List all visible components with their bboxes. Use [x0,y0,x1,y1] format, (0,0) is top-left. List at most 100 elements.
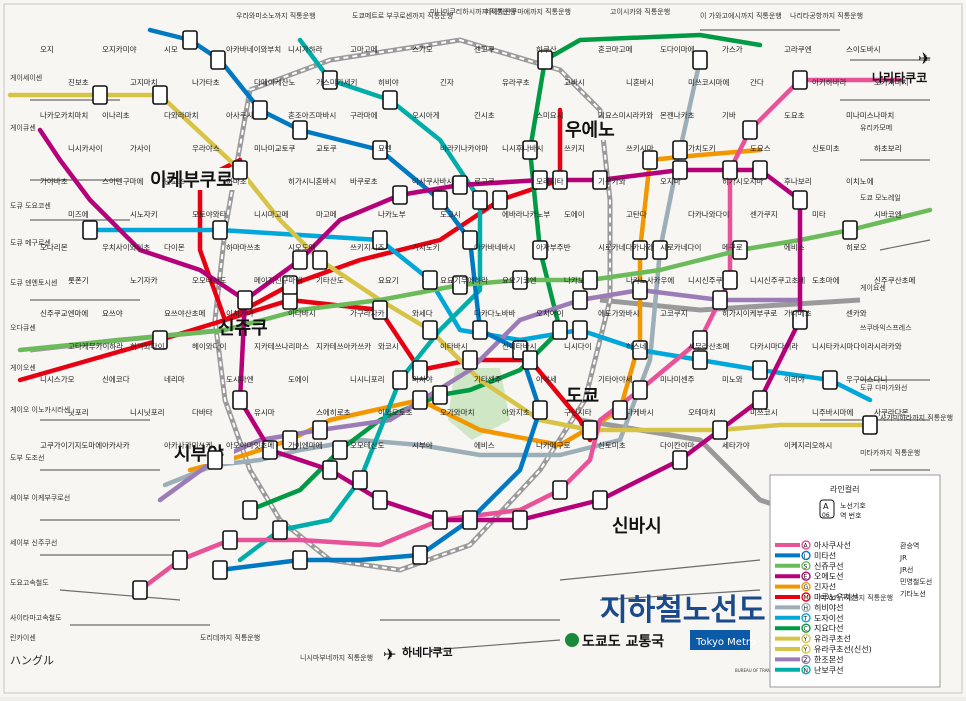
station-label[interactable]: 미쓰코시마에 [688,78,729,87]
station-label[interactable]: 교토쿠 [316,144,337,153]
transfer-station-marker[interactable] [672,140,688,160]
station-label[interactable]: 마치야 [412,374,433,384]
transfer-station-marker[interactable] [692,350,708,370]
transfer-station-marker[interactable] [672,450,688,470]
station-label[interactable]: 요요기코엔 [502,275,537,285]
transfer-station-marker[interactable] [512,270,528,290]
transfer-station-marker[interactable] [372,300,388,320]
transfer-station-marker[interactable] [582,270,598,290]
transfer-station-marker[interactable] [352,470,368,490]
station-label[interactable]: 에바라나카노부 [502,209,550,219]
transfer-station-marker[interactable] [792,70,808,90]
transfer-station-marker[interactable] [732,240,748,260]
station-label[interactable]: 구단시타 [564,407,592,417]
station-label[interactable]: 고탄다 [626,209,647,219]
transfer-station-marker[interactable] [862,415,878,435]
station-label[interactable]: 묘덴 [378,144,392,153]
transfer-station-marker[interactable] [232,390,248,410]
station-label[interactable]: 히가시니혼바시 [288,176,336,186]
station-label[interactable]: 시무라산초메 [688,341,729,351]
transfer-station-marker[interactable] [322,70,338,90]
transfer-station-marker[interactable] [612,400,628,420]
transfer-station-marker[interactable] [182,30,198,50]
station-label[interactable]: 다메이케산노 [254,77,295,87]
station-label[interactable]: 요요기우에하라 [440,275,488,285]
transfer-station-marker[interactable] [292,120,308,140]
transfer-station-marker[interactable] [262,440,278,460]
station-label[interactable]: 구라마에 [350,111,378,120]
station-label[interactable]: 다카다노바바 [474,308,515,318]
station-label[interactable]: 마고메 [316,210,337,219]
station-label[interactable]: 오지 [40,45,54,54]
station-label[interactable]: 유시마 [254,408,275,417]
station-shimbashi[interactable]: 신바시 [612,516,662,537]
station-label[interactable]: 나카노사카우에 [626,276,674,285]
station-label[interactable]: 다카시마다이라 [750,341,798,351]
transfer-station-marker[interactable] [462,230,478,250]
transfer-station-marker[interactable] [692,330,708,350]
transfer-station-marker[interactable] [232,160,248,180]
station-label[interactable]: 아키하바라 [812,77,847,87]
transfer-station-marker[interactable] [537,50,553,70]
station-label[interactable]: 몬젠나카초 [660,111,695,120]
station-label[interactable]: 도에이 [564,209,585,219]
station-label[interactable]: 니시카사이 [68,143,103,153]
station-label[interactable]: 센고쿠 [474,44,495,54]
station-label[interactable]: 히가시오지마 [722,176,763,186]
station-label[interactable]: 요요기 [378,276,399,285]
station-label[interactable]: 교바시 [564,77,585,87]
transfer-station-marker[interactable] [412,390,428,410]
station-label[interactable]: 오지카미야 [102,44,137,54]
station-label[interactable]: 노기자카 [130,276,158,285]
transfer-station-marker[interactable] [712,420,728,440]
station-label[interactable]: 다케바시 [626,407,654,417]
transfer-station-marker[interactable] [210,50,226,70]
transfer-station-marker[interactable] [432,510,448,530]
transfer-station-marker[interactable] [632,280,648,300]
station-label[interactable]: 오모테산도 [192,275,227,285]
transfer-station-marker[interactable] [512,510,528,530]
transfer-station-marker[interactable] [392,370,408,390]
station-label[interactable]: 나카노부 [378,210,406,219]
transfer-station-marker[interactable] [242,500,258,520]
station-label[interactable]: 아사쿠사 [226,110,254,120]
transfer-station-marker[interactable] [492,190,508,210]
station-label[interactable]: 헤이와다이 [192,341,227,351]
station-label[interactable]: 이케지리오하시 [784,440,832,450]
station-label[interactable]: 기타산도 [316,275,344,285]
station-label[interactable]: 기쿠카와 [598,176,626,186]
transfer-station-marker[interactable] [552,320,568,340]
station-label[interactable]: 하스네 [626,341,647,351]
station-label[interactable]: 스이텐구마에 [102,176,143,186]
station-label[interactable]: 요쓰야 [102,308,123,318]
station-label[interactable]: 스가모 [412,45,433,54]
station-label[interactable]: 오가와마치 [440,407,475,417]
station-ueno[interactable]: 우에노 [565,120,615,141]
station-label[interactable]: 가사이 [130,143,151,153]
transfer-station-marker[interactable] [322,460,338,480]
transfer-station-marker[interactable] [532,240,548,260]
transfer-station-marker[interactable] [572,290,588,310]
transfer-station-marker[interactable] [672,160,688,180]
station-label[interactable]: 신주쿠교엔마에 [40,308,88,318]
station-label[interactable]: 아야세 [536,374,557,384]
station-label[interactable]: 도초마에 [812,276,840,285]
station-label[interactable]: 센가쿠지 [750,209,778,219]
station-label[interactable]: 와세다 [412,308,433,318]
station-label[interactable]: 도요스 [750,144,771,153]
station-label[interactable]: 기타아야세 [598,374,633,384]
station-label[interactable]: 히비야 [378,77,399,87]
station-label[interactable]: 다와라마치 [164,110,199,120]
station-label[interactable]: 모리시타 [536,177,564,186]
transfer-station-marker[interactable] [412,360,428,380]
station-label[interactable]: 이치가야 [226,308,254,318]
station-label[interactable]: 시바코엔 [874,209,902,219]
station-label[interactable]: 이와모토초 [378,407,413,417]
station-label[interactable]: 닌교초 [164,177,185,186]
transfer-station-marker[interactable] [462,350,478,370]
station-label[interactable]: 이리야 [784,374,805,384]
transfer-station-marker[interactable] [722,160,738,180]
station-label[interactable]: 아오야마잇초메 [226,440,274,450]
station-label[interactable]: 신토미초 [598,441,626,450]
transfer-station-marker[interactable] [212,220,228,240]
